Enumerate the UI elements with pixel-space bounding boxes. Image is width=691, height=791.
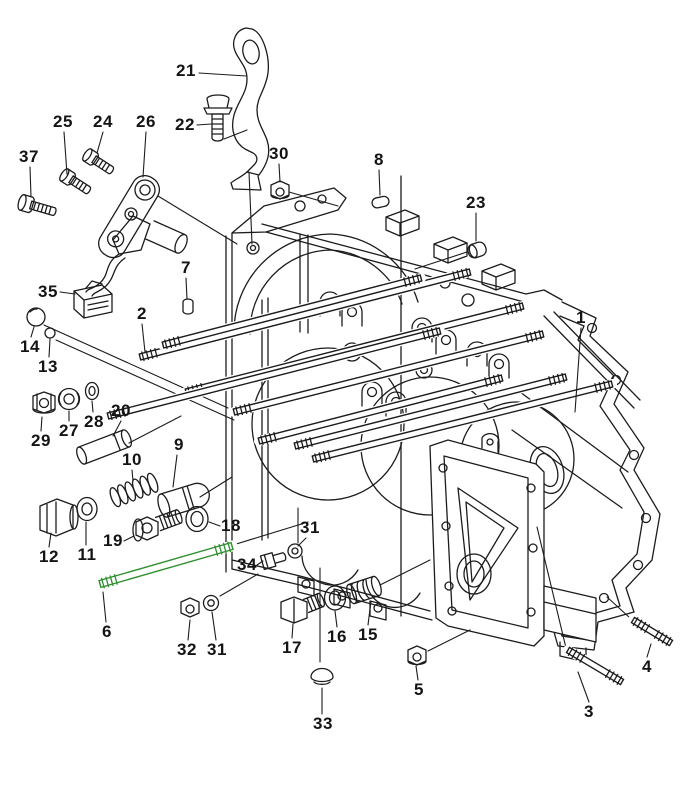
part-8-dowel-pin xyxy=(371,195,390,209)
leader-30 xyxy=(278,163,281,183)
leader-25 xyxy=(63,131,68,175)
reference-line xyxy=(248,171,253,245)
part-32-hex-nut xyxy=(180,597,200,618)
reference-line xyxy=(157,195,238,245)
leader-15 xyxy=(367,600,372,626)
part-short-stud-1 xyxy=(563,645,627,687)
reference-line xyxy=(128,415,182,444)
reference-line xyxy=(606,596,631,619)
part-24-hex-bolt xyxy=(82,148,115,175)
part-11-sealing-ring xyxy=(76,496,98,522)
part-29-hex-nut xyxy=(32,391,56,414)
leader-6 xyxy=(102,591,107,623)
part-6-stud-highlighted xyxy=(94,540,238,590)
leader-1 xyxy=(574,327,582,413)
part-2-long-stud-2 xyxy=(158,273,426,350)
part-31-washer-upper xyxy=(287,543,303,559)
part-short-stud-2 xyxy=(628,615,676,648)
leader-3 xyxy=(577,671,590,703)
part-17-screw-plug xyxy=(280,592,325,624)
leader-29 xyxy=(40,416,43,432)
part-20-sleeve xyxy=(76,429,132,465)
part-27-grooved-ring xyxy=(57,387,81,411)
part-33-cap xyxy=(310,667,334,685)
part-7-dowel-pin xyxy=(182,298,194,315)
leader-31 xyxy=(297,537,307,547)
leader-lines xyxy=(29,72,652,715)
part-25-hex-bolt xyxy=(59,168,92,195)
leader-32 xyxy=(187,619,191,641)
part-10-spring xyxy=(109,472,159,508)
part-9-piston-plug xyxy=(157,482,210,518)
reference-line xyxy=(223,129,248,140)
leader-7 xyxy=(185,277,188,300)
part-22-hex-bolt xyxy=(203,94,233,142)
part-2-long-stud-5 xyxy=(229,329,548,417)
reference-line xyxy=(379,559,431,586)
reference-line xyxy=(536,526,567,649)
leader-20 xyxy=(112,420,122,437)
stud-parts xyxy=(94,267,676,687)
part-2-long-stud-7 xyxy=(290,372,571,451)
leader-14 xyxy=(30,326,35,338)
leader-2 xyxy=(141,323,146,353)
leader-10 xyxy=(131,469,134,482)
part-34-oil-nozzle xyxy=(259,552,287,571)
part-14-ball xyxy=(26,307,46,327)
reference-line xyxy=(232,521,309,546)
crankcase-half xyxy=(225,175,661,663)
leader-5 xyxy=(415,665,419,681)
leader-12 xyxy=(48,532,52,548)
leader-34 xyxy=(256,560,264,566)
part-35-sensor xyxy=(73,207,188,319)
part-2-long-stud-8 xyxy=(308,379,617,464)
part-28-washer xyxy=(84,381,100,401)
leader-4 xyxy=(646,643,652,658)
leader-18 xyxy=(208,521,221,527)
reference-line xyxy=(219,573,259,597)
reference-line xyxy=(414,251,468,270)
leader-13 xyxy=(48,338,51,358)
reference-line xyxy=(427,629,471,652)
leader-9 xyxy=(172,454,178,488)
part-30-hex-nut xyxy=(270,180,290,200)
leader-17 xyxy=(291,623,294,639)
leader-28 xyxy=(91,400,94,413)
leader-22 xyxy=(196,123,212,126)
part-2-long-stud-4 xyxy=(103,326,445,421)
reference-line xyxy=(199,476,233,498)
part-12-screw-plug xyxy=(39,498,79,537)
reference-line xyxy=(288,191,339,207)
leader-31 xyxy=(211,611,217,641)
leader-24 xyxy=(96,131,104,154)
part-18-sealing-ring xyxy=(185,505,209,533)
part-2-long-stud-6 xyxy=(254,373,507,446)
part-5-hex-nut xyxy=(407,645,427,666)
part-31-washer-lower xyxy=(202,594,220,612)
part-37-hex-bolt xyxy=(17,194,57,217)
part-16-sealing-ring xyxy=(323,585,347,611)
leader-16 xyxy=(334,610,338,628)
leader-35 xyxy=(59,291,76,295)
reference-line xyxy=(55,339,235,421)
part-23-cap xyxy=(467,241,487,259)
leader-19 xyxy=(123,535,135,542)
part-19-union-fitting xyxy=(132,509,183,542)
part-26-bracket xyxy=(98,174,161,259)
part-21-lifting-eye xyxy=(230,27,270,191)
leader-8 xyxy=(378,169,381,196)
leader-21 xyxy=(198,72,247,77)
leader-26 xyxy=(142,131,147,178)
leader-37 xyxy=(29,166,32,198)
